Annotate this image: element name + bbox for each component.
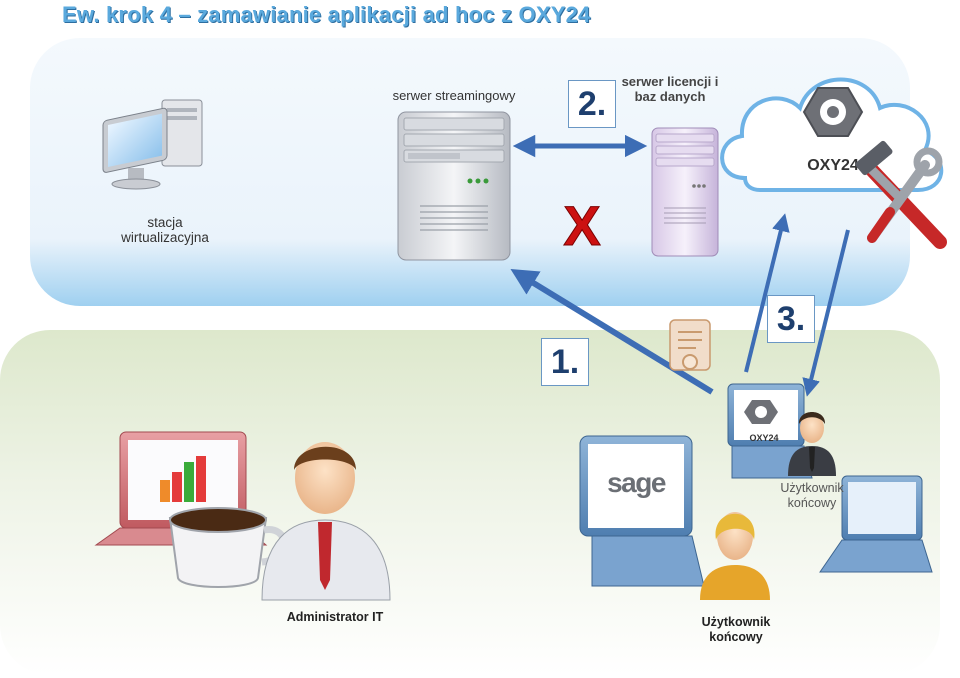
computer-icon: [102, 99, 203, 190]
server-icon: [397, 111, 511, 261]
end-user-label: Użytkownik końcowy: [686, 615, 786, 645]
license-server-label: serwer licencji i baz danych: [620, 74, 720, 104]
end-user-2-label: Użytkownik końcowy: [772, 481, 852, 511]
user-icon: [261, 442, 391, 601]
user-icon: [700, 512, 770, 600]
user-icon: [788, 412, 836, 476]
server-icon: [651, 127, 719, 257]
cloud-icon: OXY24: [720, 77, 944, 192]
laptop-icon: [819, 475, 933, 573]
laptop-oxy-logo: OXY24: [749, 433, 778, 443]
end-user-label-line1: Użytkownik: [701, 615, 771, 629]
blocked-mark: X: [563, 194, 600, 257]
virtualization-station-label-line2: wirtualizacyjna: [121, 230, 209, 245]
request-arrow: [510, 268, 714, 395]
tools-icon: [855, 140, 947, 249]
virtualization-station-label: stacja wirtualizacyjna: [100, 215, 230, 245]
virtualization-station-label-line1: stacja: [147, 215, 183, 230]
license-server-label-line2: baz danych: [634, 89, 706, 104]
step-1-badge: 1.: [541, 338, 589, 386]
laptop-icon: OXY24: [727, 383, 813, 479]
certificate-icon: [669, 319, 711, 371]
laptop-icon: sage: [579, 435, 705, 587]
sage-logo: sage: [607, 467, 666, 498]
order-arrow: [744, 213, 790, 373]
end-user-2-label-line2: końcowy: [787, 496, 837, 510]
delivery-arrow: [802, 229, 850, 397]
page-title: Ew. krok 4 – zamawianie aplikacji ad hoc…: [62, 2, 591, 27]
step-3-badge: 3.: [767, 295, 815, 343]
end-user-label-line2: końcowy: [709, 630, 763, 644]
streaming-server-label: serwer streamingowy: [392, 88, 516, 103]
end-user-2-label-line1: Użytkownik: [780, 481, 844, 495]
admin-label: Administrator IT: [286, 610, 384, 624]
cloud-logo: OXY24: [807, 157, 859, 174]
step-2-badge: 2.: [568, 80, 616, 128]
license-server-label-line1: serwer licencji i: [621, 74, 719, 89]
